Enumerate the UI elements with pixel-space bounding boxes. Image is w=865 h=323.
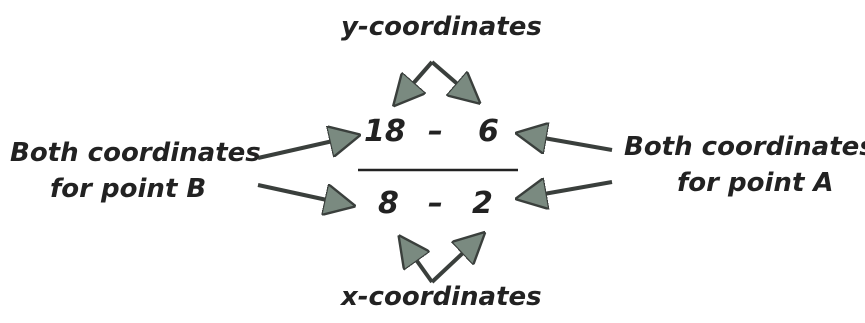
point-a-arrows (521, 134, 613, 198)
y-coordinates-label: y-coordinates (341, 12, 542, 42)
y-coordinates-arrows (397, 60, 476, 102)
point-b-label-line2: for point B (50, 174, 207, 204)
x-coordinates-arrows (402, 236, 481, 284)
x-coordinates-label: x-coordinates (341, 282, 542, 312)
numerator-y-b: 18 (364, 114, 406, 149)
numerator-y-a: 6 (478, 114, 499, 149)
point-b-arrows (257, 136, 355, 205)
point-a-label-line2: for point A (677, 168, 834, 198)
point-a-label-line1: Both coordinates (624, 132, 865, 162)
numerator-minus: – (428, 114, 443, 149)
denominator-x-a: 2 (472, 186, 493, 221)
point-b-label-line1: Both coordinates (10, 138, 261, 168)
denominator-minus: – (428, 186, 443, 221)
denominator-x-b: 8 (378, 186, 399, 221)
